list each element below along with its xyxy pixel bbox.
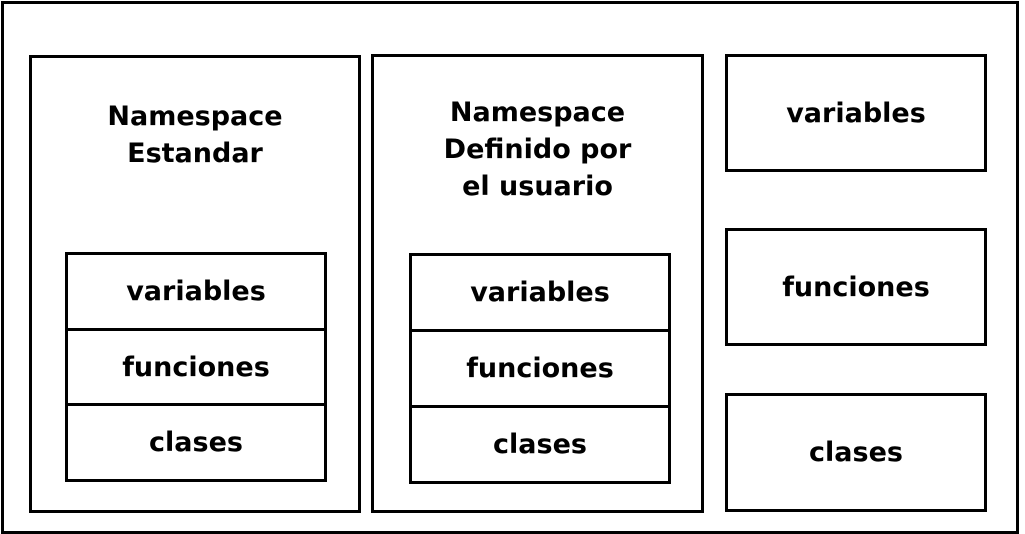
user-namespace-title: Namespace Definido por el usuario xyxy=(443,97,632,202)
standard-namespace-variables: variables xyxy=(126,275,266,307)
user-namespace-variables: variables xyxy=(470,277,610,308)
standard-namespace-funciones: funciones xyxy=(68,327,324,404)
user-namespace-clases: clases xyxy=(412,405,668,481)
user-namespace-members: variables funciones clases xyxy=(409,253,671,484)
standard-namespace-members: variables funciones clases xyxy=(65,252,327,482)
standard-namespace-box: Namespace Estandar variables funciones c… xyxy=(29,55,361,513)
user-namespace-box: Namespace Definido por el usuario variab… xyxy=(371,54,704,513)
standard-namespace-title: Namespace Estandar xyxy=(107,101,283,169)
standard-namespace-clases: clases xyxy=(68,403,324,479)
global-funciones-box: funciones xyxy=(725,228,987,346)
user-namespace-funciones: funciones xyxy=(412,329,668,405)
global-variables-box: variables xyxy=(725,54,987,172)
global-clases-box: clases xyxy=(725,393,987,512)
